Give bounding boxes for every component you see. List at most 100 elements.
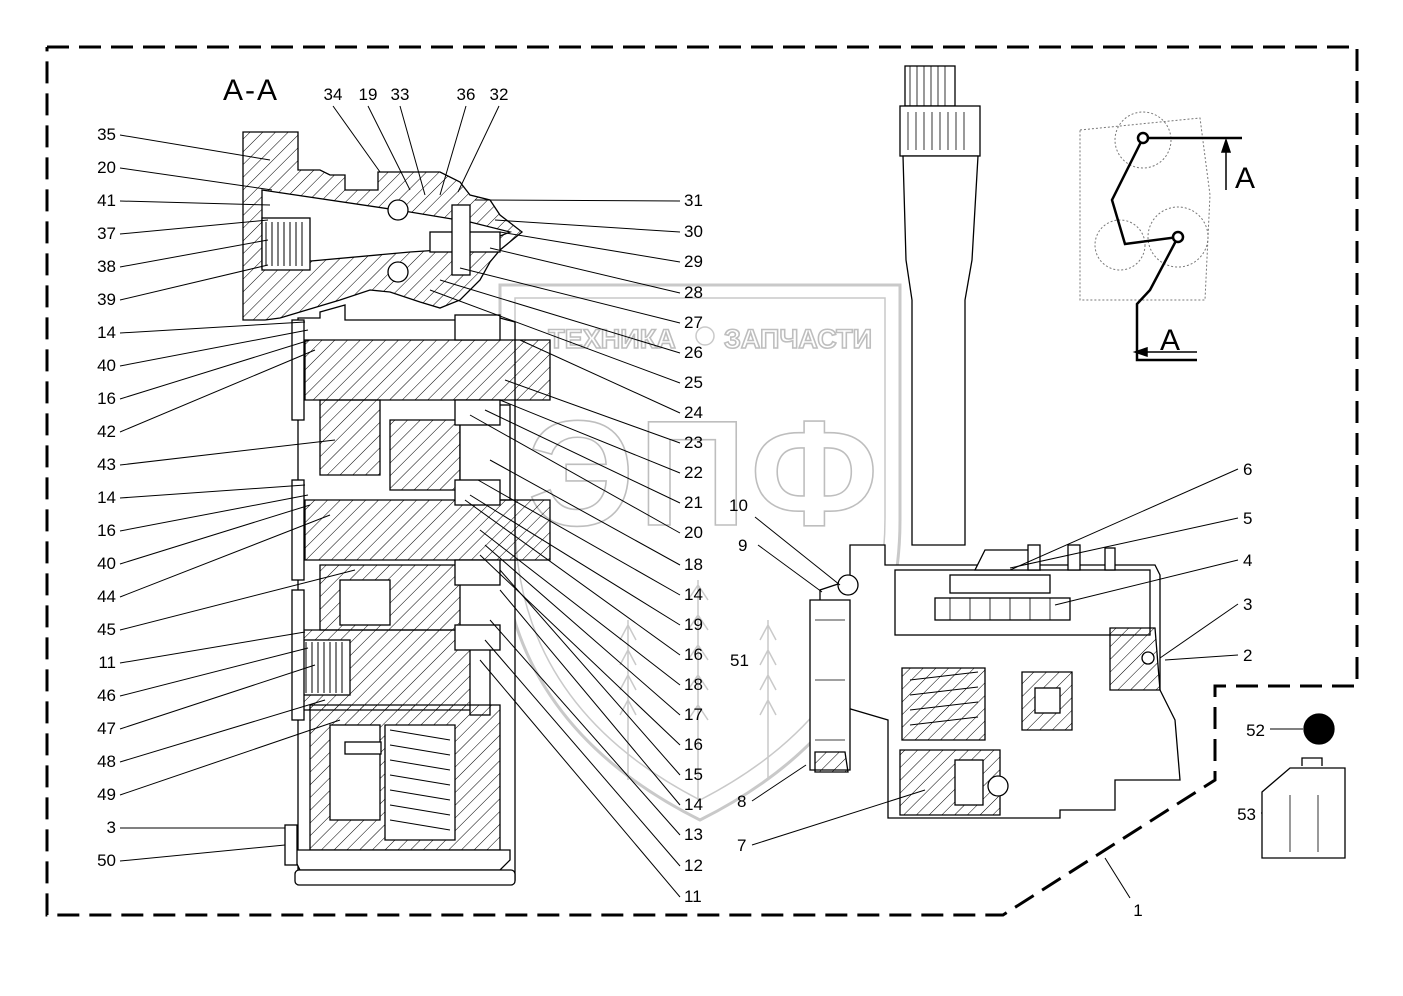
watermark-text-1: ТЕХНИКА [548, 324, 675, 354]
leader-left_column-6 [119, 321, 306, 334]
leader-lines [119, 105, 1303, 899]
callout-center_column-1: 30 [684, 222, 703, 241]
leader-left_column-7 [119, 329, 309, 367]
leader-assembly-5 [1009, 468, 1239, 571]
callout-assembly-10: 1 [1133, 901, 1142, 920]
callout-center_column-8: 23 [684, 433, 703, 452]
leader-center_column-18 [479, 554, 681, 746]
leader-center_column-13 [477, 479, 681, 596]
leader-assembly-3 [751, 764, 807, 802]
callout-assembly-5: 6 [1243, 460, 1252, 479]
leader-left_column-13 [119, 504, 311, 565]
leader-center_column-22 [484, 639, 681, 867]
callout-left_column-15: 45 [97, 620, 116, 639]
leader-center_column-21 [489, 619, 681, 836]
leader-center_column-1 [494, 219, 681, 233]
leader-left_column-12 [119, 494, 309, 532]
watermark-text-2: ЗАПЧАСТИ [724, 324, 872, 354]
leader-left_column-20 [119, 719, 341, 796]
callout-left_column-16: 11 [98, 653, 116, 672]
leader-center_column-20 [499, 589, 681, 806]
callout-center_column-23: 11 [684, 887, 702, 906]
callout-center_column-13: 14 [684, 585, 703, 604]
callout-center_column-5: 26 [684, 343, 703, 362]
callout-assembly-9: 2 [1243, 646, 1252, 665]
callout-center_column-20: 14 [684, 795, 703, 814]
leader-center_column-23 [479, 659, 681, 898]
callout-assembly-7: 4 [1243, 551, 1252, 570]
leader-left_column-16 [119, 631, 306, 664]
leader-center_column-2 [499, 231, 681, 263]
callout-extras-1: 53 [1237, 805, 1256, 824]
callout-left_column-1: 20 [97, 158, 116, 177]
leader-left_column-11 [119, 484, 306, 499]
leader-center_column-11 [469, 414, 681, 534]
callout-center_column-9: 22 [684, 463, 703, 482]
leader-center_column-3 [489, 247, 681, 294]
section-marker-upper: A [1235, 162, 1255, 195]
callout-left_column-22: 50 [97, 851, 116, 870]
callout-left_column-12: 16 [97, 521, 116, 540]
leader-center_column-5 [439, 279, 681, 354]
callout-left_column-18: 47 [97, 719, 116, 738]
leader-center_column-14 [469, 494, 681, 626]
section-view [242, 131, 551, 886]
callout-top_row-4: 32 [490, 85, 509, 104]
callout-left_column-4: 38 [97, 257, 116, 276]
inset-diagram [1079, 111, 1211, 301]
callout-assembly-6: 5 [1243, 509, 1252, 528]
callout-center_column-7: 24 [684, 403, 703, 422]
leader-top_row-1 [367, 105, 411, 191]
watermark-logo: ЭПФ [528, 389, 883, 557]
leader-left_column-10 [119, 439, 336, 466]
callout-center_column-16: 18 [684, 675, 703, 694]
callout-assembly-2: 51 [730, 651, 749, 670]
leader-center_column-19 [499, 569, 681, 776]
leader-left_column-3 [119, 219, 269, 235]
leader-center_column-17 [484, 544, 681, 716]
leader-top_row-0 [332, 105, 381, 173]
callout-center_column-22: 12 [684, 856, 703, 875]
callout-left_column-7: 40 [97, 356, 116, 375]
section-marker-lower: A [1160, 324, 1180, 357]
leader-left_column-18 [119, 664, 316, 730]
leader-assembly-4 [751, 789, 926, 846]
callout-top_row-3: 36 [457, 85, 476, 104]
callout-left_column-13: 40 [97, 554, 116, 573]
leader-left_column-15 [119, 569, 356, 631]
leader-assembly-6 [1009, 517, 1239, 569]
callout-left_column-21: 3 [107, 818, 116, 837]
leader-assembly-7 [1054, 559, 1239, 606]
callout-left_column-5: 39 [97, 290, 116, 309]
section-title: A-A [223, 74, 279, 107]
leader-assembly-8 [1159, 603, 1239, 659]
callout-center_column-21: 13 [684, 825, 703, 844]
callout-center_column-11: 20 [684, 523, 703, 542]
callout-left_column-19: 48 [97, 752, 116, 771]
callout-top_row-2: 33 [391, 85, 410, 104]
leader-assembly-10 [1104, 857, 1131, 899]
leader-left_column-17 [119, 647, 309, 697]
leader-left_column-8 [119, 339, 311, 400]
callout-left_column-17: 46 [97, 686, 116, 705]
leader-left_column-14 [119, 514, 331, 598]
callout-center_column-6: 25 [684, 373, 703, 392]
callout-center_column-0: 31 [684, 191, 703, 210]
callout-left_column-20: 49 [97, 785, 116, 804]
callout-left_column-11: 14 [97, 488, 116, 507]
callout-assembly-3: 8 [737, 792, 746, 811]
watermark: ТЕХНИКА ЗАПЧАСТИ ЭПФ [498, 283, 902, 822]
leader-center_column-4 [459, 267, 681, 324]
callout-center_column-15: 16 [684, 645, 703, 664]
leader-left_column-2 [119, 200, 271, 206]
part-53-canister [1261, 767, 1346, 859]
callout-extras-0: 52 [1246, 721, 1265, 740]
callout-center_column-18: 16 [684, 735, 703, 754]
leader-assembly-9 [1164, 654, 1239, 661]
callout-assembly-8: 3 [1243, 595, 1252, 614]
callout-center_column-4: 27 [684, 313, 703, 332]
section-arrows [1132, 137, 1232, 358]
leader-center_column-16 [479, 529, 681, 686]
